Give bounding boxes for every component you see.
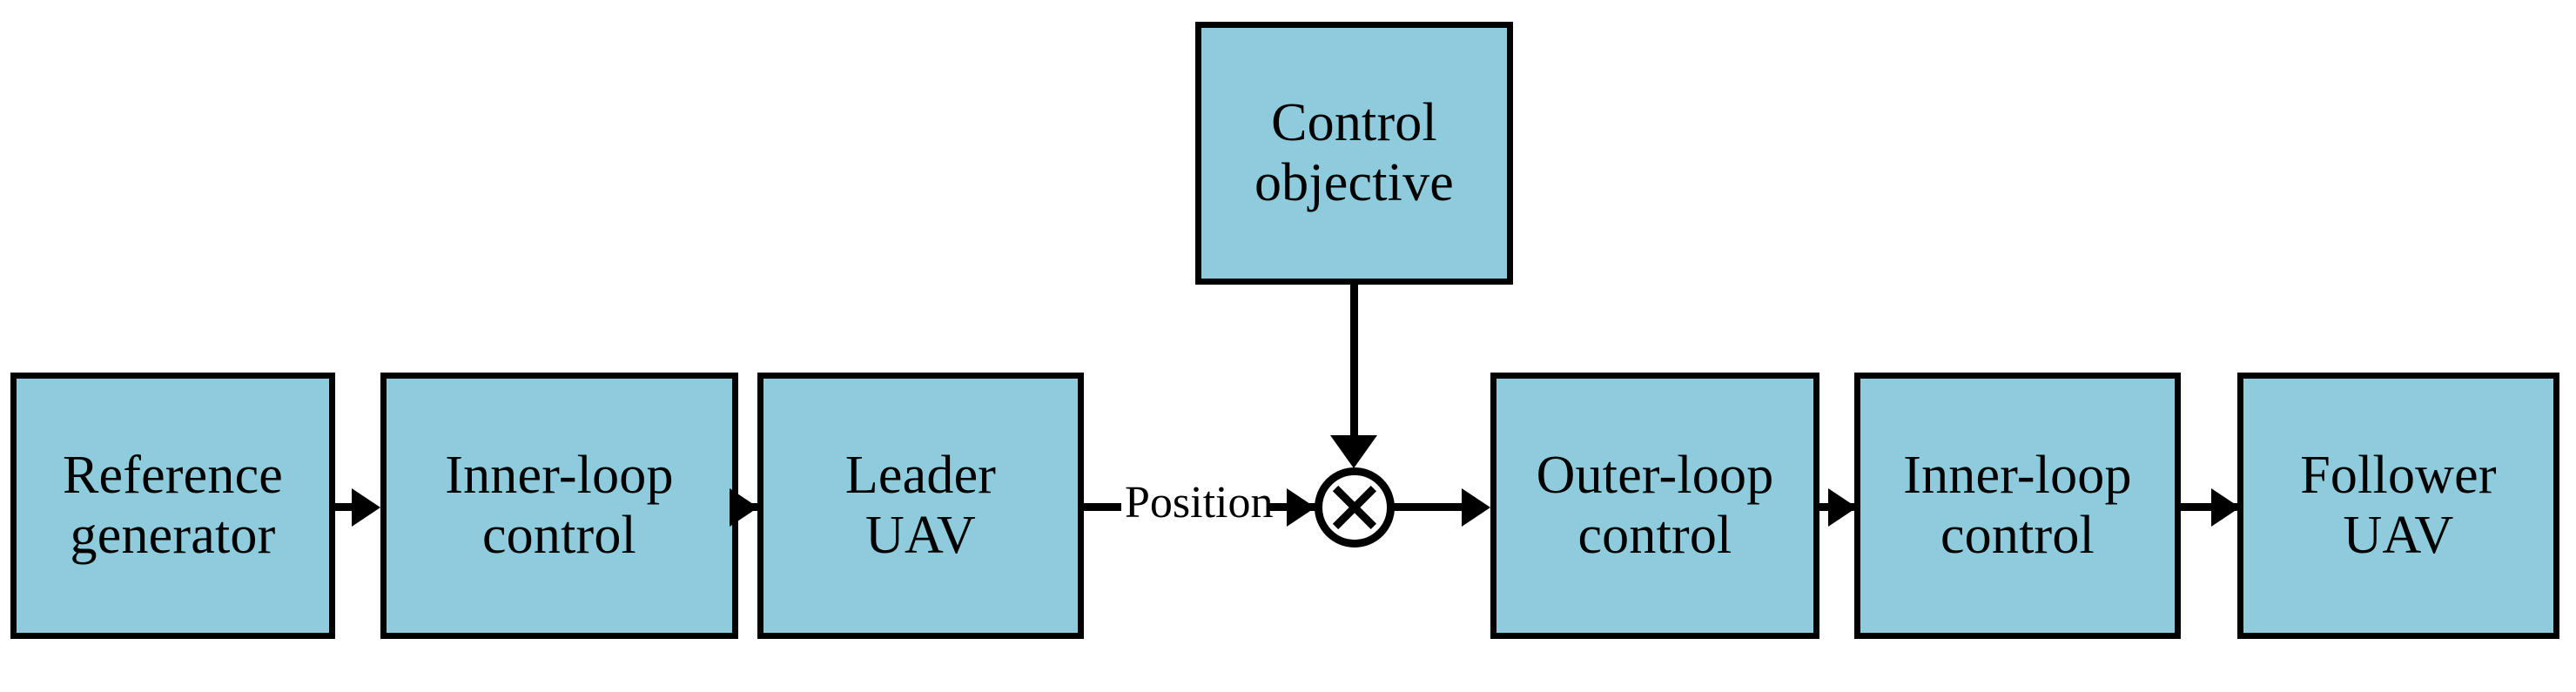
connector-inner-loop-to-follower-uav xyxy=(2181,503,2237,511)
block-control-objective[interactable]: Control objective xyxy=(1195,22,1513,285)
arrowhead-right-icon xyxy=(1287,488,1315,527)
arrowhead-right-icon xyxy=(1828,488,1857,527)
connector-control-objective-to-junction xyxy=(1350,285,1358,450)
connector-junction-to-outer-loop xyxy=(1393,503,1473,511)
arrowhead-right-icon xyxy=(2211,488,2240,527)
block-outer-loop-control[interactable]: Outer-loop control xyxy=(1490,373,1819,639)
block-reference-generator[interactable]: Reference generator xyxy=(10,373,335,639)
arrowhead-right-icon xyxy=(1462,488,1490,527)
arrowhead-right-icon xyxy=(352,488,380,527)
block-inner-loop-control-leader[interactable]: Inner-loop control xyxy=(380,373,738,639)
connector-leader-uav-to-junction xyxy=(1084,503,1136,511)
block-leader-uav[interactable]: Leader UAV xyxy=(757,373,1084,639)
block-inner-loop-control-follower[interactable]: Inner-loop control xyxy=(1854,373,2181,639)
connector-reference-to-inner-loop xyxy=(335,503,367,511)
block-follower-uav[interactable]: Follower UAV xyxy=(2237,373,2559,639)
summing-junction[interactable] xyxy=(1315,467,1395,548)
edge-label-position: Position xyxy=(1121,480,1277,526)
arrowhead-right-icon xyxy=(730,488,758,527)
arrowhead-down-icon xyxy=(1330,435,1377,468)
